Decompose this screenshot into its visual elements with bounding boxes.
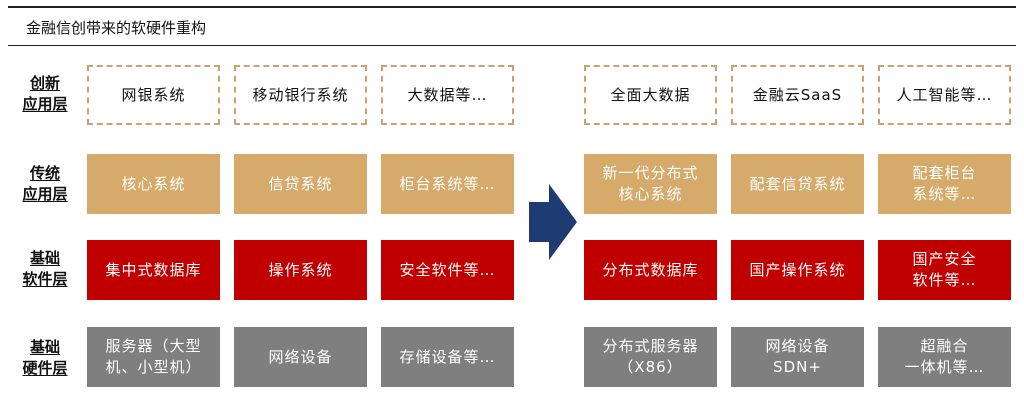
after-hardware-box: 网络设备 SDN+: [731, 327, 864, 387]
before-hardware-box: 存储设备等…: [381, 327, 514, 387]
before-software-box: 安全软件等…: [381, 240, 514, 300]
top-rule: [8, 6, 1016, 8]
after-innovation-box: 全面大数据: [584, 65, 717, 125]
after-hardware-box: 分布式服务器 （X86）: [584, 327, 717, 387]
layer-label-traditional: 传统应用层: [22, 164, 68, 203]
right-arrow-icon: [529, 184, 577, 260]
before-traditional-box: 信贷系统: [234, 154, 367, 214]
before-hardware-box: 服务器（大型 机、小型机）: [87, 327, 220, 387]
after-traditional-box: 配套柜台 系统等…: [878, 154, 1011, 214]
after-innovation-box: 人工智能等…: [878, 65, 1011, 125]
before-innovation-box: 移动银行系统: [234, 65, 367, 125]
layer-label-innovation: 创新应用层: [22, 74, 68, 113]
before-innovation-box: 大数据等…: [381, 65, 514, 125]
before-software-box: 集中式数据库: [87, 240, 220, 300]
before-hardware-box: 网络设备: [234, 327, 367, 387]
after-software-box: 国产安全 软件等…: [878, 240, 1011, 300]
before-software-box: 操作系统: [234, 240, 367, 300]
before-innovation-box: 网银系统: [87, 65, 220, 125]
after-software-box: 分布式数据库: [584, 240, 717, 300]
after-software-box: 国产操作系统: [731, 240, 864, 300]
diagram-title: 金融信创带来的软硬件重构: [26, 19, 207, 37]
after-innovation-box: 金融云SaaS: [731, 65, 864, 125]
after-hardware-box: 超融合 一体机等…: [878, 327, 1011, 387]
after-traditional-box: 配套信贷系统: [731, 154, 864, 214]
layer-label-base-hardware: 基础硬件层: [22, 338, 68, 377]
after-traditional-box: 新一代分布式 核心系统: [584, 154, 717, 214]
title-rule: [8, 45, 1016, 46]
layer-label-base-software: 基础软件层: [22, 249, 68, 288]
before-traditional-box: 核心系统: [87, 154, 220, 214]
before-traditional-box: 柜台系统等…: [381, 154, 514, 214]
